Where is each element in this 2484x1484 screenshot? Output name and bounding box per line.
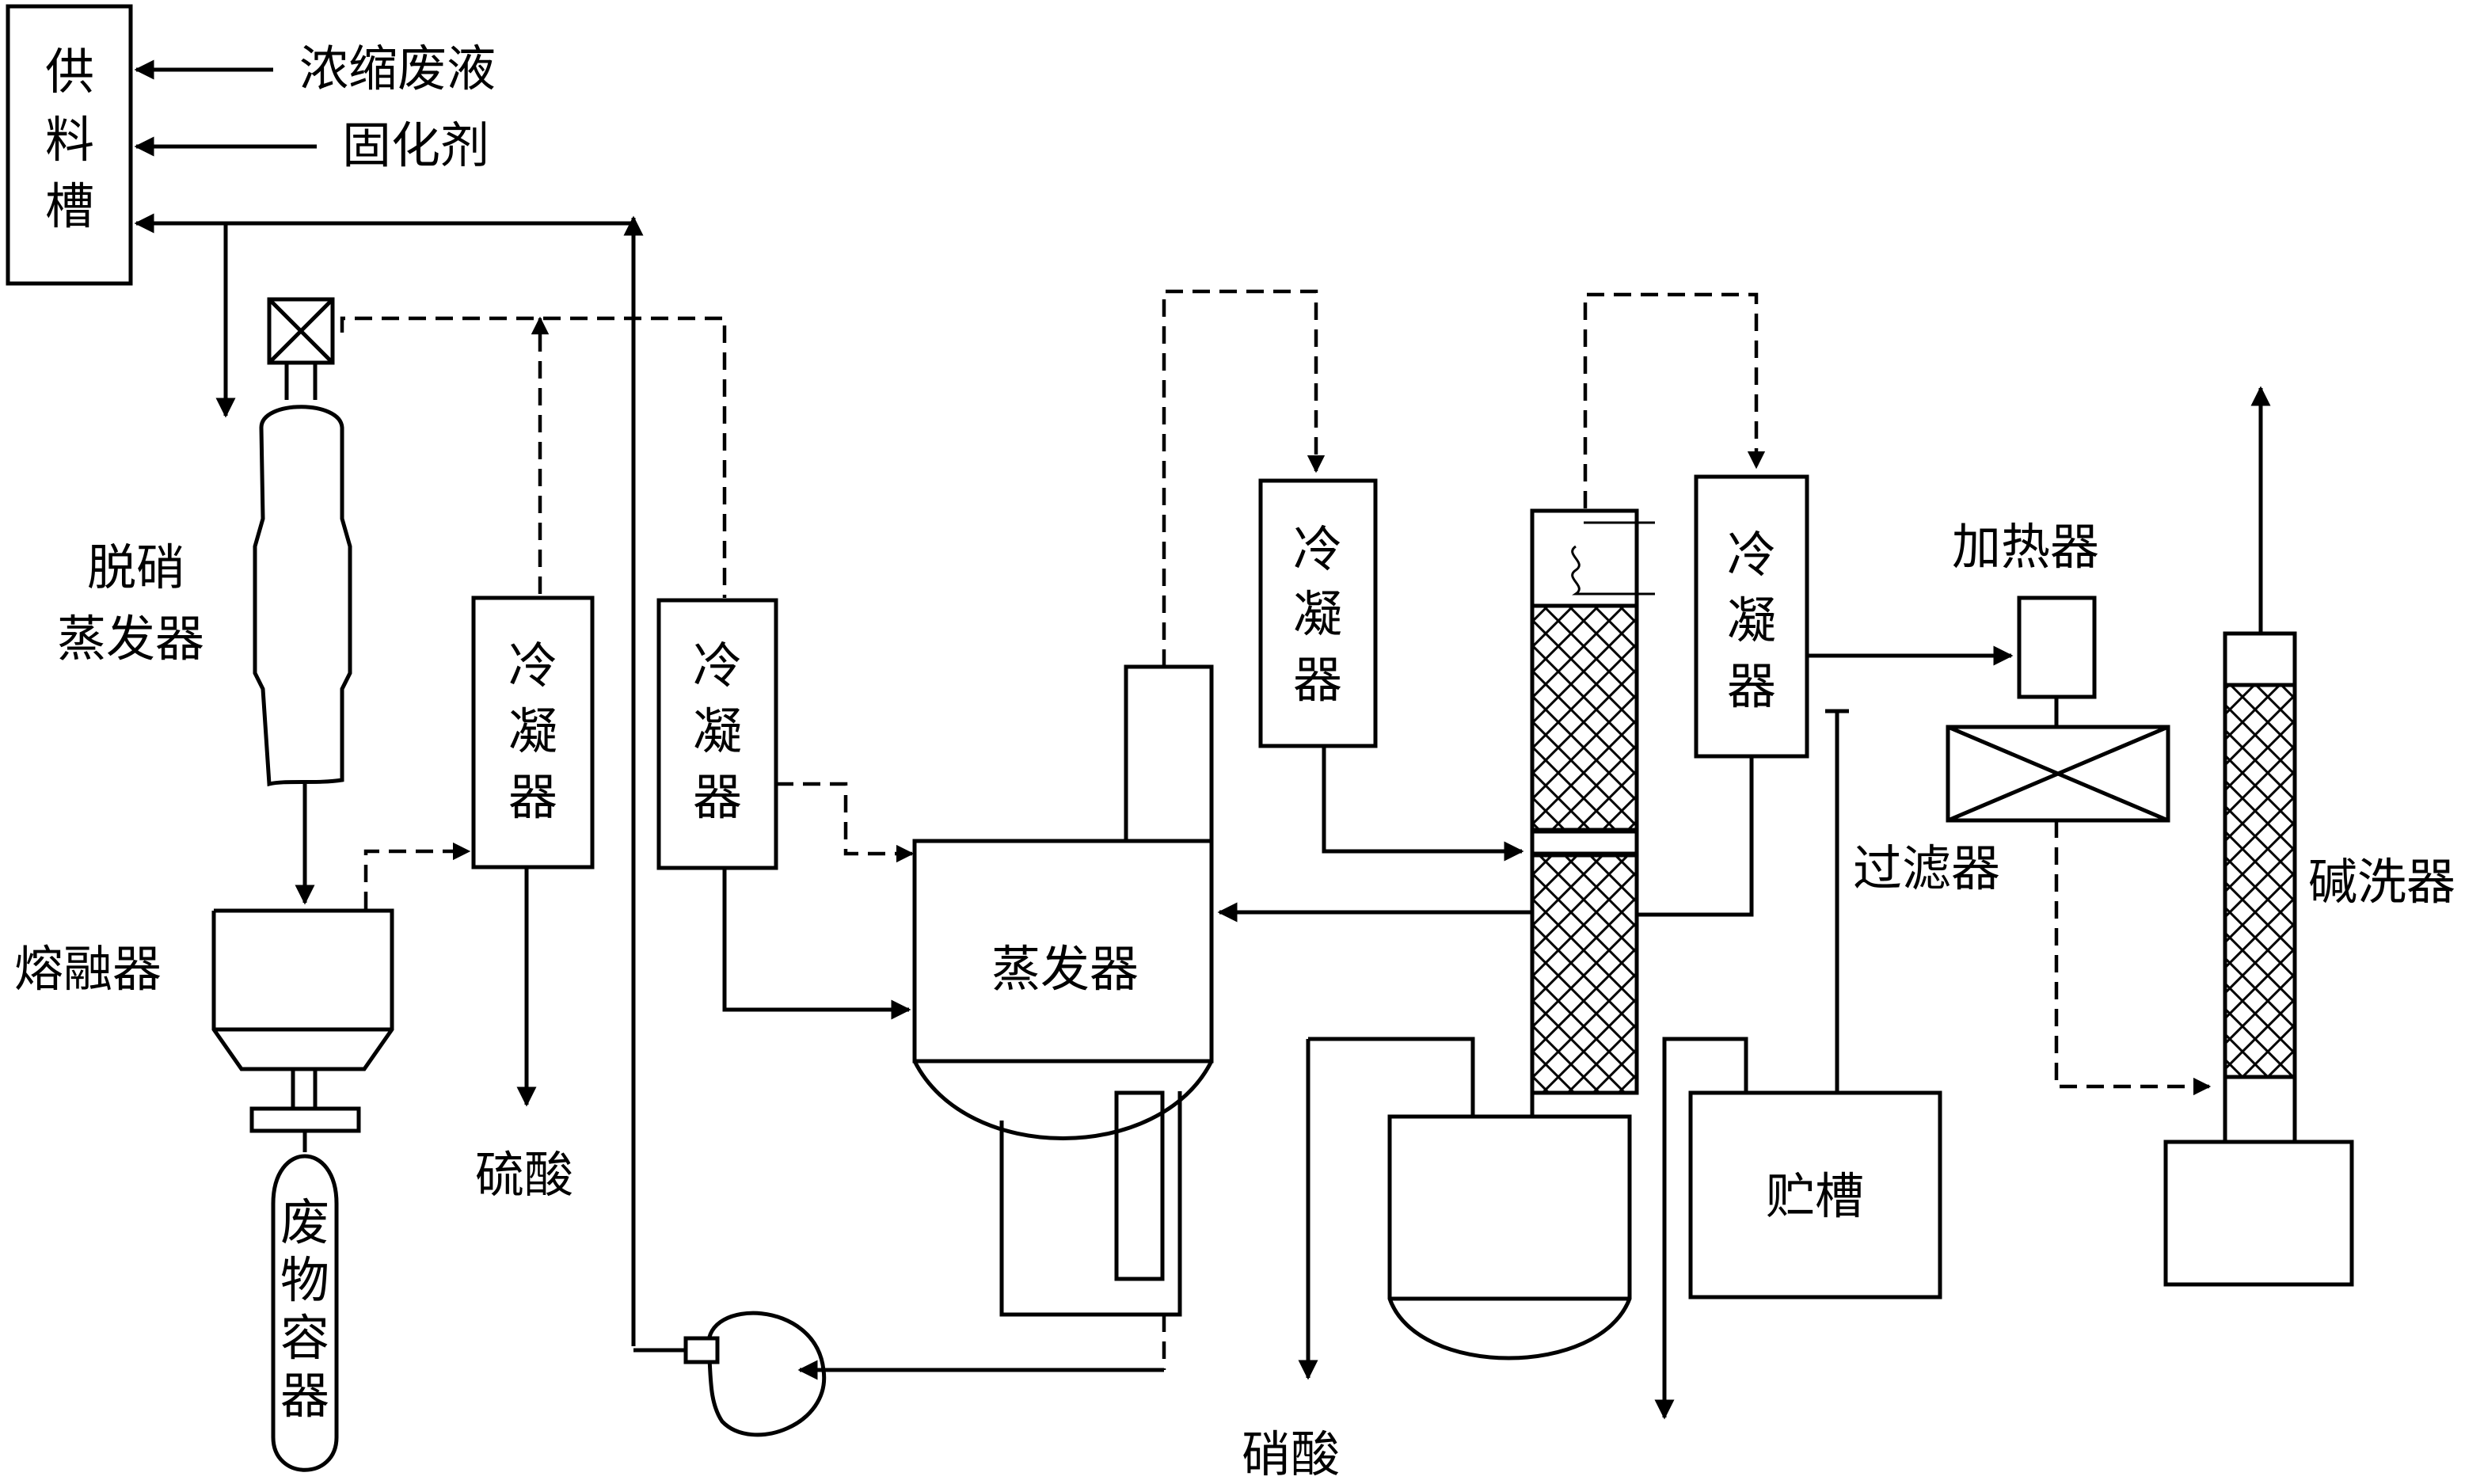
heater — [2017, 596, 2097, 727]
condenser-4-label-1: 冷 — [1727, 526, 1776, 584]
waste-container-label-3: 容 — [280, 1309, 329, 1367]
feed-tank-label-1: 供 — [45, 43, 94, 101]
waste-container — [271, 1154, 339, 1472]
condenser-3 — [1258, 478, 1378, 748]
column-vapor-to-condenser4 — [1583, 292, 1766, 508]
filter-label: 过滤器 — [1853, 839, 2000, 897]
condenser-3-label-1: 冷 — [1293, 520, 1342, 578]
condenser-1-label-1: 冷 — [508, 637, 557, 694]
condenser-1 — [471, 596, 595, 869]
alkali-scrubber-label: 碱洗器 — [2308, 853, 2455, 911]
condenser-1-label-3: 器 — [508, 768, 557, 826]
denitration-evaporator — [253, 297, 352, 787]
conc-waste-label: 浓缩废液 — [299, 40, 496, 97]
condenser-3-label-3: 器 — [1293, 651, 1342, 709]
melter — [211, 908, 394, 1152]
distillation-column — [1308, 508, 1655, 1360]
valve-icon — [267, 297, 335, 365]
filter — [1946, 725, 2170, 823]
feed-tank-label-2: 料 — [45, 111, 94, 169]
condenser2-to-evaporator — [722, 868, 911, 1020]
condenser-2-label-2: 凝 — [693, 702, 742, 760]
solidifier-label: 固化剂 — [342, 116, 489, 174]
evaporator-label: 蒸发器 — [991, 940, 1139, 998]
filter-to-scrubber-dashed — [2054, 820, 2212, 1096]
condenser3-to-column-arrow — [1322, 746, 1524, 862]
storage-tank-label: 贮槽 — [1766, 1167, 1864, 1225]
pump-icon — [633, 1311, 827, 1437]
melter-offgas-to-condenser1 — [363, 842, 471, 909]
condenser2-to-evaporator-dashed — [776, 782, 915, 863]
waste-container-label-2: 物 — [280, 1251, 329, 1309]
denitration-evaporator-label-1: 脱硝 — [87, 538, 185, 596]
storage-tank-outlet-arrow — [1654, 1037, 1748, 1420]
waste-container-label-1: 废 — [280, 1193, 329, 1251]
nitric-acid-label: 硝酸 — [1242, 1425, 1340, 1483]
condenser-1-label-2: 凝 — [508, 702, 557, 760]
condenser-3-label-2: 凝 — [1293, 585, 1342, 643]
condenser-2 — [656, 598, 778, 870]
condenser-2-label-1: 冷 — [693, 637, 742, 694]
feed-tank: 供 料 槽 — [6, 4, 133, 286]
condenser-4-label-3: 器 — [1727, 657, 1776, 715]
denitration-evaporator-label-2: 蒸发器 — [57, 610, 204, 668]
alkali-scrubber — [2163, 631, 2354, 1287]
condenser4-reflux-line — [1637, 756, 1754, 917]
melter-label: 熔融器 — [14, 940, 162, 998]
evaporator — [912, 664, 1214, 1317]
condenser-4-label-2: 凝 — [1727, 592, 1776, 649]
waste-container-label-4: 器 — [280, 1367, 329, 1425]
storage-tank — [1688, 1090, 1942, 1299]
denitrator-vapor-dashed — [340, 316, 727, 598]
feed-tank-label-3: 槽 — [45, 177, 94, 235]
condenser-2-label-3: 器 — [693, 768, 742, 826]
sulfuric-acid-label: 硫酸 — [475, 1146, 573, 1204]
heater-label: 加热器 — [1952, 518, 2099, 576]
